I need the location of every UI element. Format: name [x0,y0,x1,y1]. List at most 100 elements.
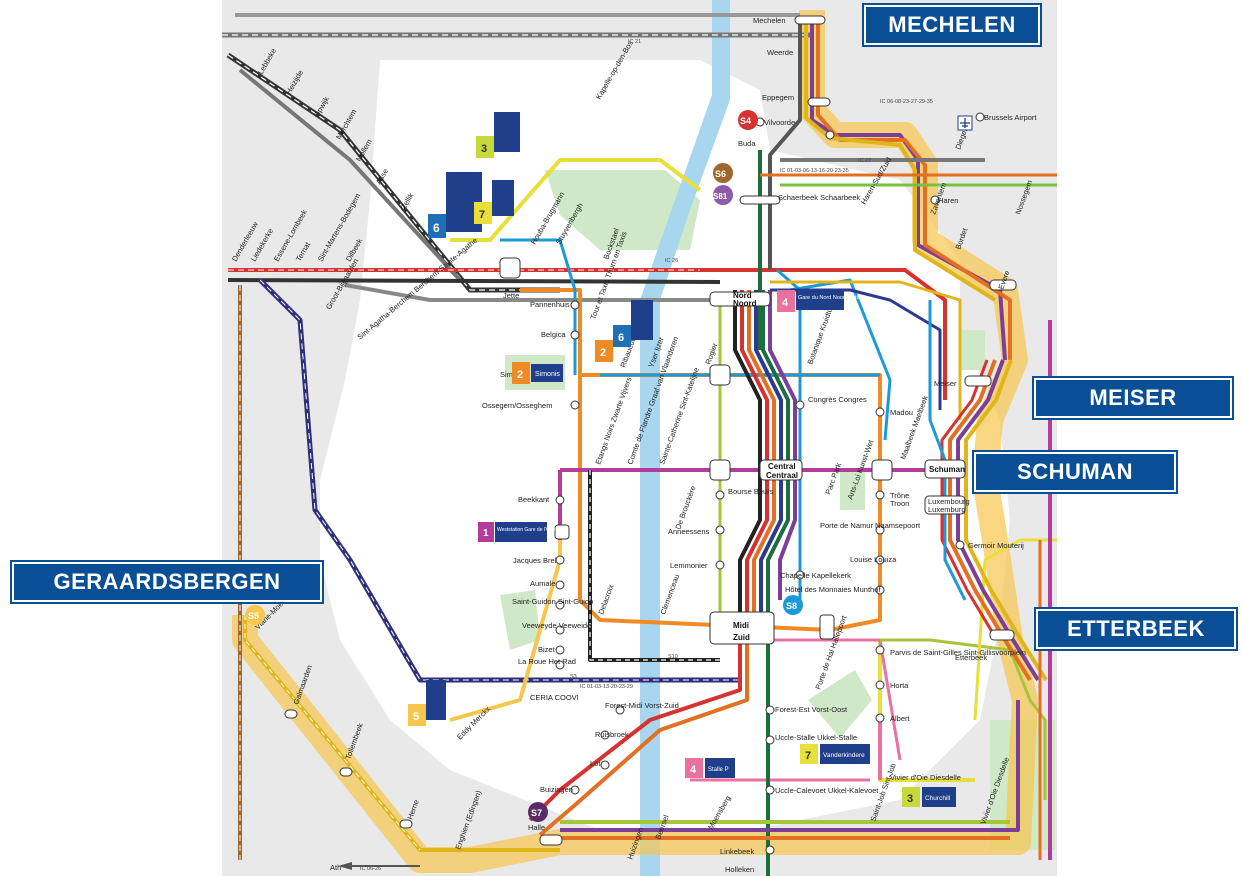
arrow-ath-icon [338,862,352,870]
label-aumale: Aumale [530,579,555,588]
label-midi: Midi [733,621,749,630]
svg-text:3: 3 [907,793,913,805]
box-simonis: Simonis [535,371,560,378]
park-area [840,470,865,510]
badge-s7: S7 [531,808,542,818]
label-linkebeek: Linkebeek [720,847,754,856]
label-lot: Lot [590,759,601,768]
label-louise: Louise Louiza [850,555,897,564]
label-etterbeek: Etterbeek [955,653,987,662]
label-congres: Congrès Congres [808,395,867,404]
label-bizet: Bizet [538,645,556,654]
label-haren: Haren [938,196,958,205]
label-horta: Horta [890,681,909,690]
callout-geraardsbergen: GERAARDSBERGEN [12,562,322,602]
label-halle: Halle [528,823,545,832]
svg-text:2: 2 [517,369,523,381]
callout-mechelen: MECHELEN [864,5,1040,45]
badge-s5: S5 [248,611,259,621]
park-area [500,590,540,650]
badge-s4: S4 [740,116,751,126]
label-chapelle: Chapelle Kapellekerk [780,571,851,580]
label-forest-midi: Forest-Midi Vorst-Zuid [605,701,679,710]
tag-s10: S10 [668,654,678,660]
label-ruisbroek: Ruisbroek [595,730,629,739]
box-gare-nord: Gare du Nord Noordstation [798,295,864,301]
tag-ic26: IC 26 [665,258,678,264]
label-schuman: Schuman [929,465,965,474]
label-uccle-calevoet: Uccle-Calevoet Ukkel-Kalevoet [775,786,879,795]
tag-ic-ath: IC 06-26 [360,866,381,872]
svg-text:3: 3 [481,143,487,155]
label-central: Central [768,462,796,471]
label-veeweyde: Veeweyde Veeweide [522,621,591,630]
label-holleken: Holleken [725,865,754,874]
line-tags: IC 21 IC 26 IC 06-08-23-27-29-35 IC 01-0… [360,39,933,872]
callout-etterbeek: ETTERBEEK [1036,609,1236,649]
tram-boxes: 3 6 7 2 6 2 Simonis 4 Gare du Nord Noord… [408,112,956,807]
label-trone: Trône [890,491,909,500]
svg-text:5: 5 [413,711,419,723]
callout-schuman: SCHUMAN [974,452,1176,492]
park-area [808,670,872,738]
svg-text:6: 6 [433,221,440,235]
label-eppegem: Eppegem [762,93,794,102]
label-uccle-stalle: Uccle-Stalle Ukkel-Stalle [775,733,857,742]
label-jacques-brel: Jacques Brel [513,556,557,565]
svg-text:4: 4 [690,764,697,776]
label-la-roue: La Roue Het Rad [518,657,576,666]
station-labels: Mechelen Weerde Eppegem Vilvoorde Buda B… [330,16,1037,874]
label-weerde: Weerde [767,48,793,57]
label-troon: Troon [890,499,909,508]
label-vilvoorde: Vilvoorde [764,118,795,127]
svg-text:6: 6 [618,332,624,344]
label-germoir: Germoir Mouterij [968,541,1024,550]
label-forest-est: Forest-Est Vorst-Oost [775,705,848,714]
label-buda: Buda [738,139,756,148]
label-belgica: Belgica [541,330,566,339]
label-churchill-area: Vivier d'Oie Diesdelle [890,773,961,782]
label-saint-guidon: Saint-Guidon Sint-Guido [512,597,593,606]
label-ossegem: Ossegem/Osseghem [482,401,552,410]
tag-ic-s: IC 01-03-13-20-23-29 [580,684,633,690]
label-centraal: Centraal [766,471,798,480]
s-badges: S4 S6 S81 S8 S5 S7 [245,110,803,822]
north-corridor [758,20,1057,361]
box-stalle: Stalle P [708,767,729,773]
callout-meiser: MEISER [1034,378,1232,418]
park-area [545,170,700,250]
airplane-icon [957,115,973,131]
brussels-region [320,60,1010,830]
label-buizingen: Buizingen [540,785,573,794]
label-meiser: Meiser [934,379,957,388]
label-madou: Madou [890,408,913,417]
label-brussels-airport: Brussels Airport [984,113,1037,122]
badge-s6: S6 [715,169,726,179]
tag-s3: S3 [570,674,577,680]
label-zuid: Zuid [733,633,750,642]
svg-text:4: 4 [782,297,789,309]
label-beekkant: Beekkant [518,495,550,504]
box-gare-ouest: Weststation Gare de l'Ouest [497,527,560,533]
label-luxembourg2: Luxemburg [928,505,966,514]
label-nord: Nord [733,291,752,300]
label-porte-de-namur: Porte de Namur Naamsepoort [820,521,921,530]
svg-text:7: 7 [479,209,485,221]
label-mechelen: Mechelen [753,16,786,25]
label-parvis: Parvis de Saint-Gilles Sint-Gillisvoorpl… [890,648,1026,657]
label-jette: Jette [503,291,519,300]
label-lemmonier: Lemmonier [670,561,708,570]
label-ceria: CERIA COOVI [530,693,579,702]
tag-ic-top: IC 06-08-23-27-29-35 [880,99,933,105]
svg-text:2: 2 [600,347,606,359]
badge-s81: S81 [713,192,728,201]
svg-text:1: 1 [483,528,489,539]
label-schaerbeek: Schaerbeek Schaarbeek [778,193,860,202]
label-pannenhuis: Pannenhuis [530,300,570,309]
tag-ic-mid: IC 01-03-06-13-16-20-23-35 [780,168,849,174]
box-churchill: Churchill [925,795,951,802]
label-nord2: Noord [733,299,757,308]
label-luxembourg: Luxembourg [928,497,970,506]
label-ath: Ath [330,863,341,872]
